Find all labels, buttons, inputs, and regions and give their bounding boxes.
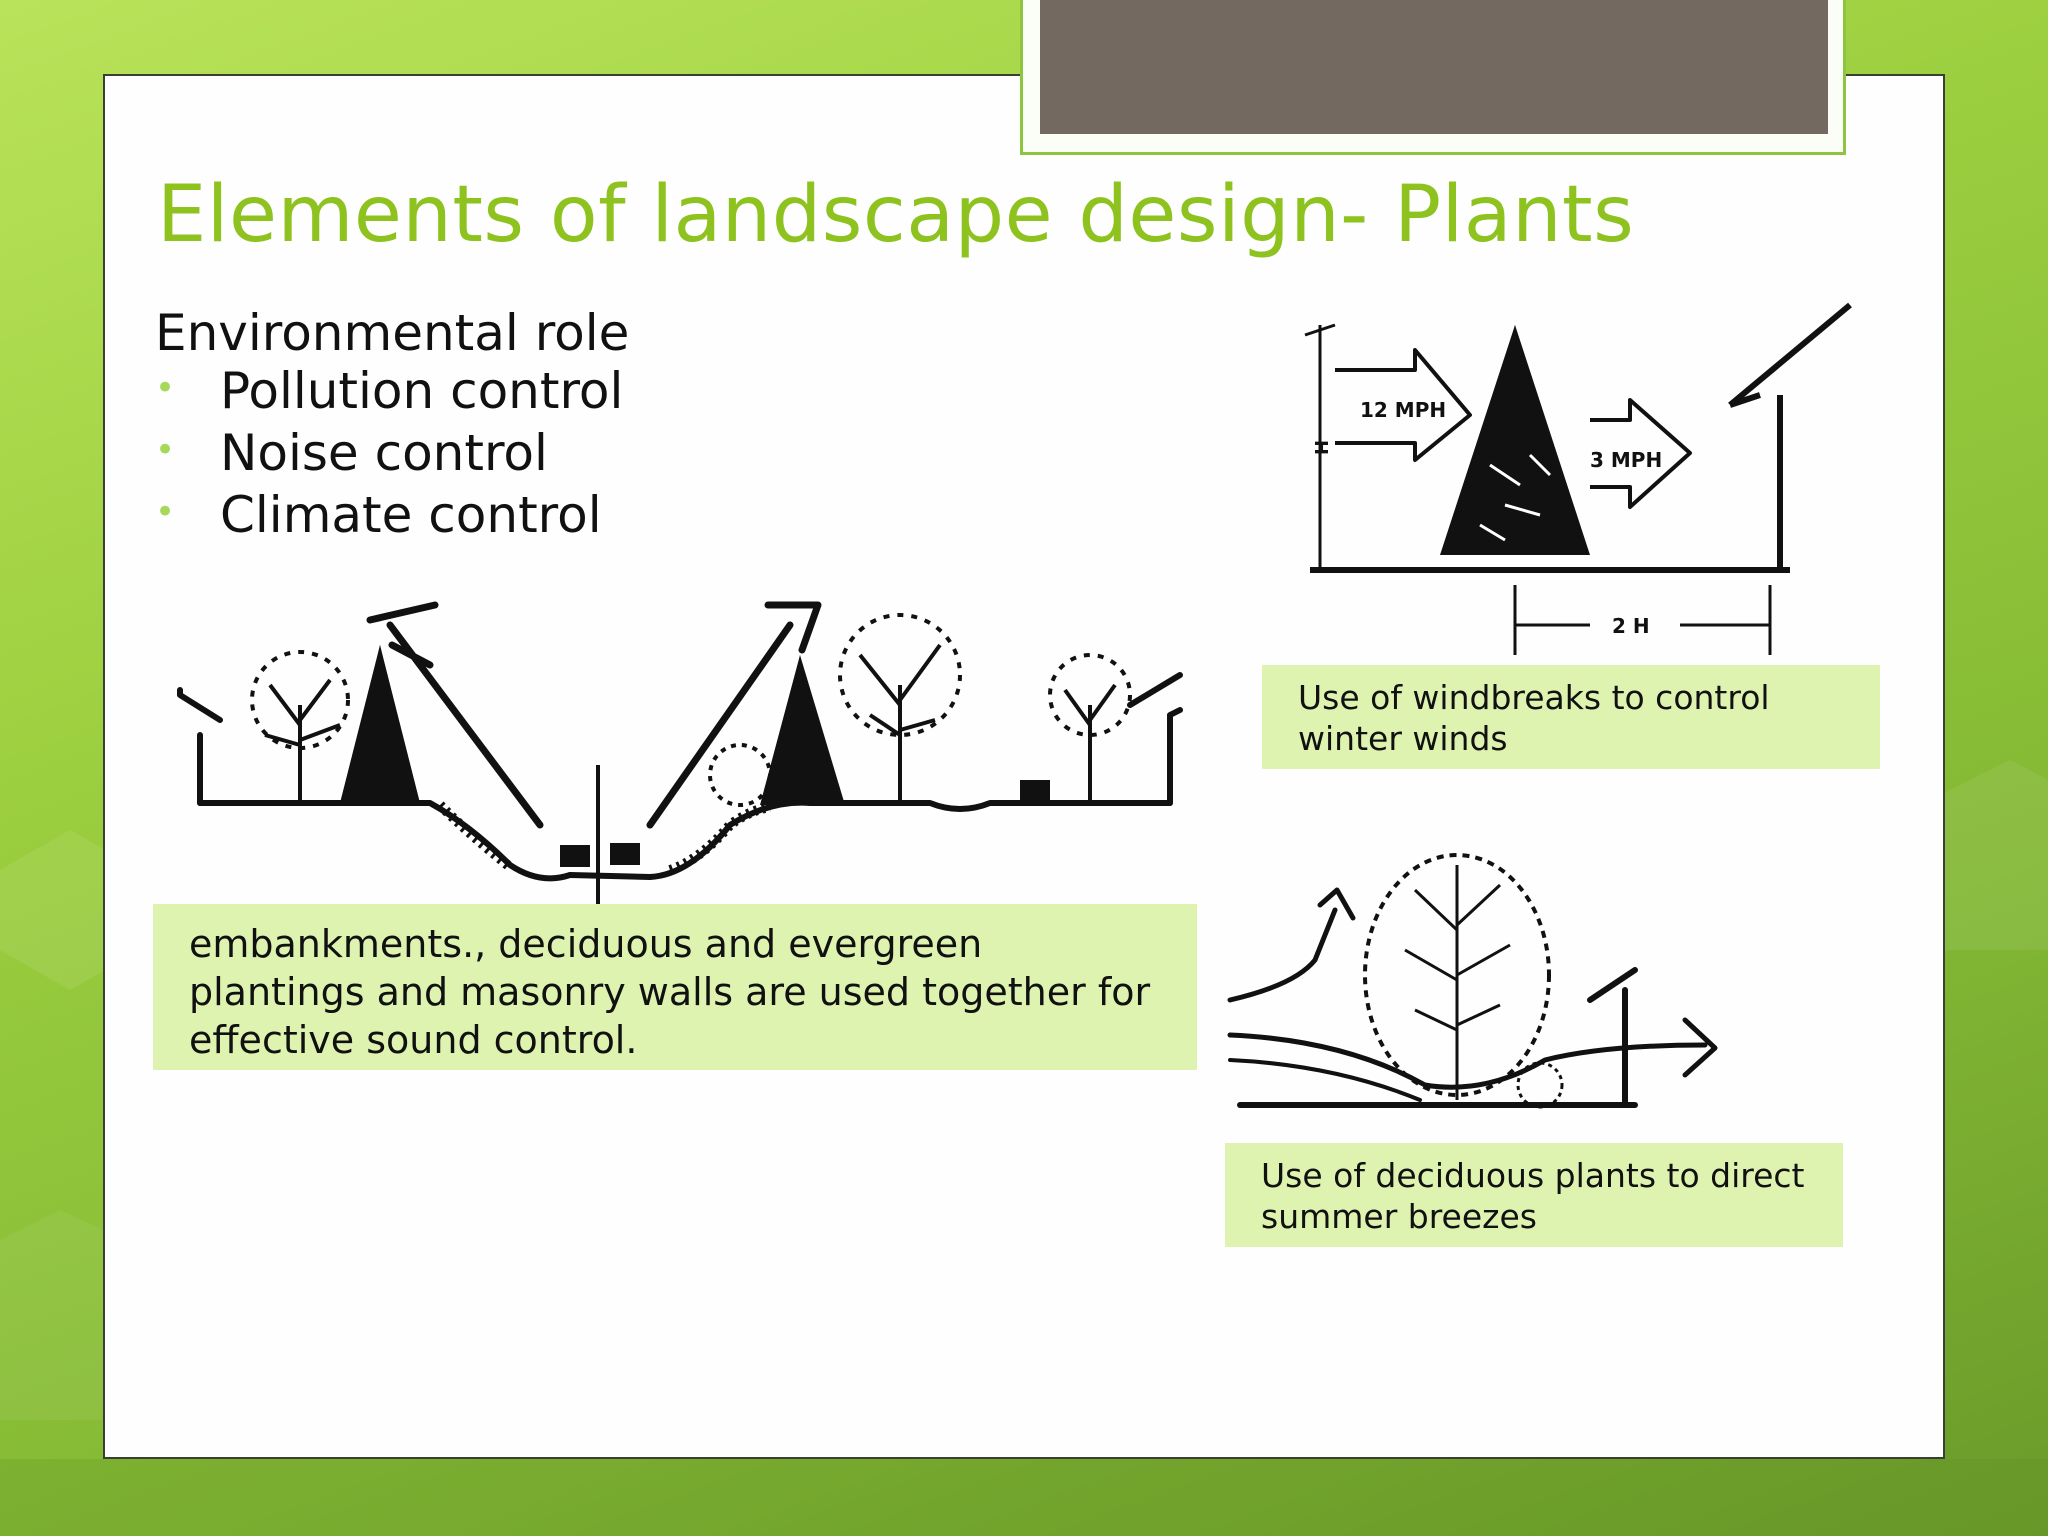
header-tab (1040, 0, 1828, 134)
bullet-icon: • (155, 368, 176, 408)
bullet-icon: • (155, 492, 176, 532)
breeze-caption: Use of deciduous plants to direct summer… (1225, 1143, 1843, 1247)
breeze-illustration (1227, 853, 1718, 1109)
bullet-text: Noise control (220, 424, 548, 482)
slide-title: Elements of landscape design- Plants (157, 170, 1635, 260)
bullet-icon: • (155, 430, 176, 470)
noise-caption: embankments., deciduous and evergreen pl… (153, 904, 1197, 1070)
bullet-text: Pollution control (220, 362, 624, 420)
bullet-item: • Noise control (155, 424, 623, 486)
bullet-item: • Climate control (155, 486, 623, 548)
height-label: H (1310, 440, 1331, 455)
wind-speed-upwind: 12 MPH (1360, 398, 1446, 422)
distance-label: 2 H (1612, 614, 1650, 638)
noise-control-illustration (177, 601, 1183, 905)
windbreak-illustration: 12 MPH 3 MPH H 2 H (1304, 302, 1852, 655)
wind-speed-downwind: 3 MPH (1590, 448, 1662, 472)
windbreak-caption: Use of windbreaks to control winter wind… (1262, 665, 1880, 769)
bullet-item: • Pollution control (155, 362, 623, 424)
bullet-list: • Pollution control • Noise control • Clima… (155, 362, 623, 548)
subheading: Environmental role (155, 304, 630, 362)
bullet-text: Climate control (220, 486, 602, 544)
